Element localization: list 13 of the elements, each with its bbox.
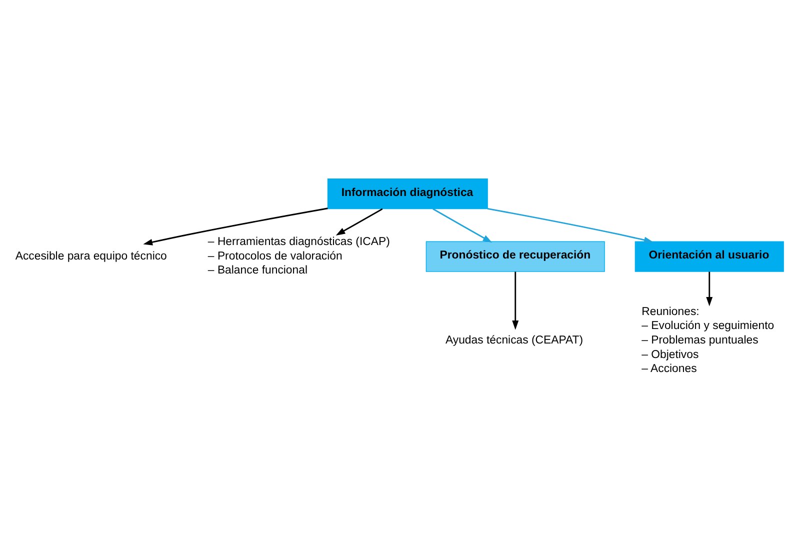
arrow — [336, 208, 383, 235]
arrow — [143, 207, 328, 245]
node-text: Ayudas técnicas (CEAPAT) — [445, 334, 584, 346]
arrow — [487, 207, 654, 243]
arrow — [706, 271, 713, 306]
arrow — [512, 271, 519, 330]
node-box: Información diagnóstica — [327, 178, 488, 209]
node-text: Accesible para equipo técnico — [15, 250, 167, 262]
node-text: Reuniones: – Evolución y seguimiento – Problemas puntuales – Objetivos – Acciones — [642, 305, 774, 375]
node-box: Orientación al usuario — [634, 240, 784, 272]
node-box: Pronóstico de recuperación — [426, 240, 605, 272]
arrow — [432, 208, 492, 242]
node-text: – Herramientas diagnósticas (ICAP) – Protocolos de valoración – Balance funcional — [208, 236, 390, 276]
